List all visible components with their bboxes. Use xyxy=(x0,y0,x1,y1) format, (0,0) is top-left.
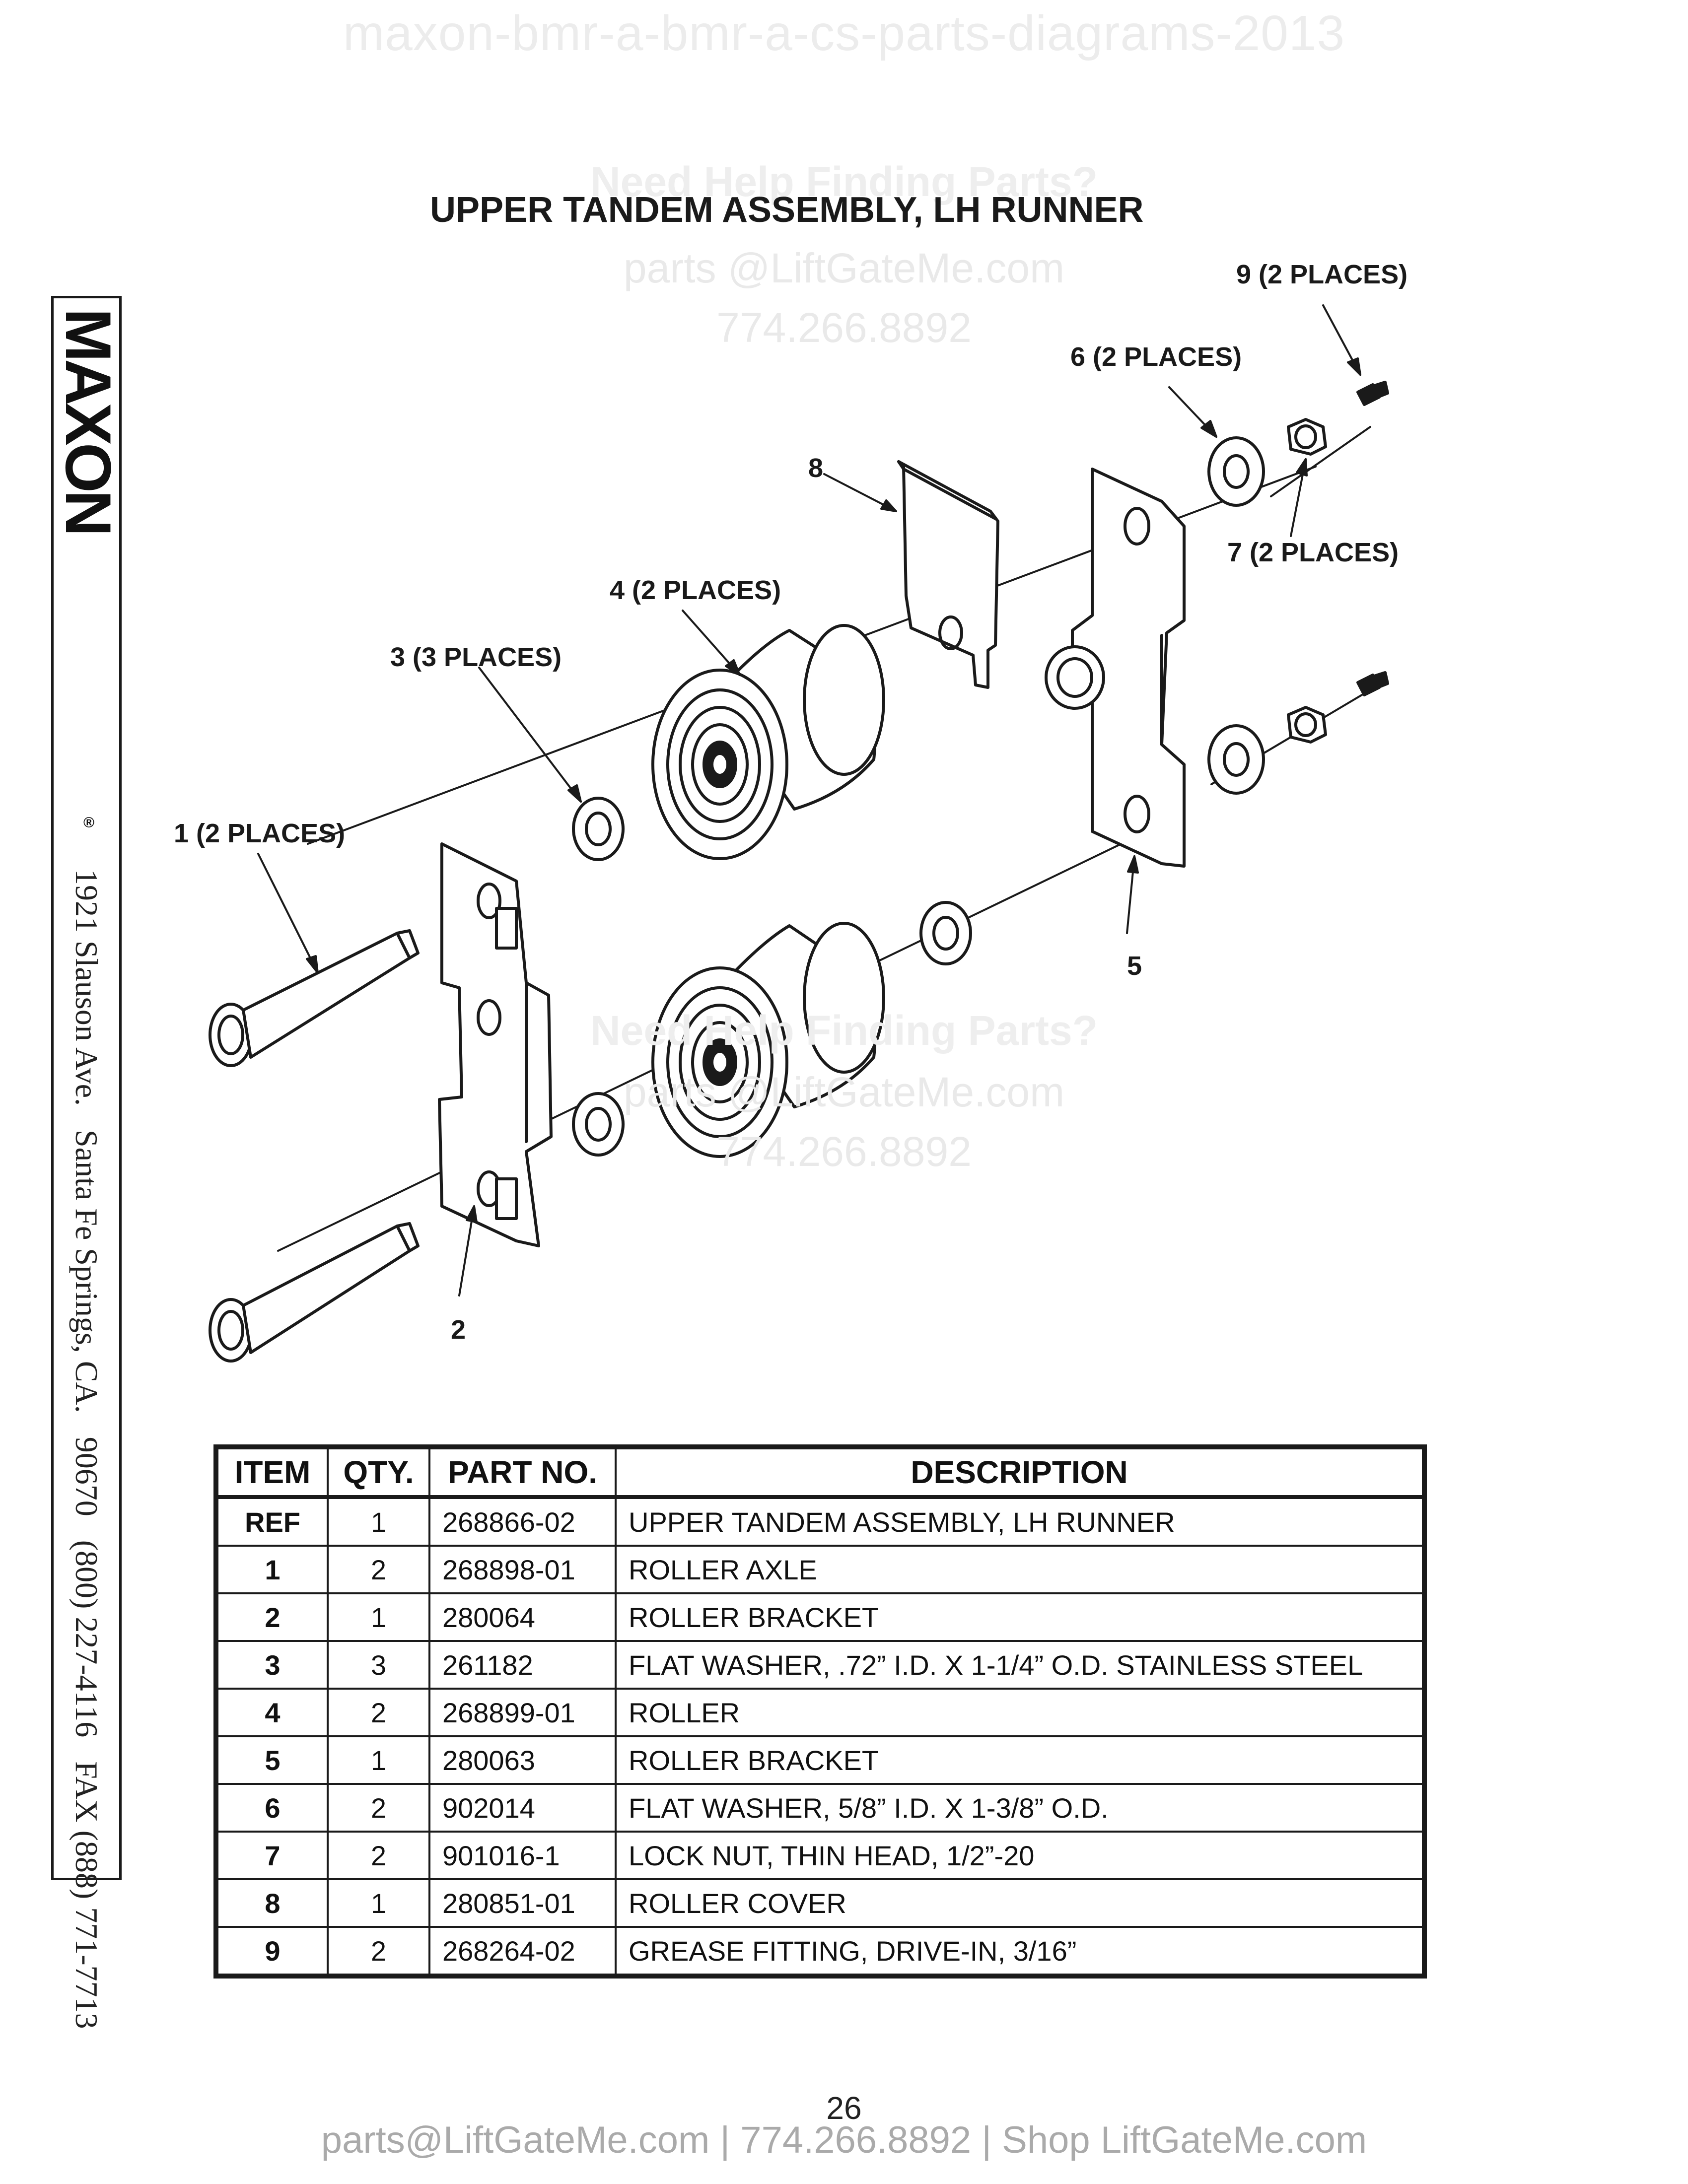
cell-item: 2 xyxy=(215,1592,329,1642)
header-description: DESCRIPTION xyxy=(615,1446,1425,1499)
cell-description: ROLLER BRACKET xyxy=(615,1735,1425,1785)
header-item: ITEM xyxy=(215,1446,329,1499)
watermark-top: maxon-bmr-a-bmr-a-cs-parts-diagrams-2013 xyxy=(343,5,1345,61)
roller-bracket-left xyxy=(438,842,553,1247)
callout-item-4: 4 (2 PLACES) xyxy=(610,575,781,605)
company-address: 1921 Slauson Ave. Santa Fe Springs, CA. … xyxy=(69,869,104,2029)
cell-part-no: 901016-1 xyxy=(428,1831,617,1880)
roller-axle-upper xyxy=(209,929,420,1067)
callout-item-6: 6 (2 PLACES) xyxy=(1070,342,1242,372)
cell-qty: 2 xyxy=(327,1688,430,1737)
company-sidebar: MAXON ® 1921 Slauson Ave. Santa Fe Sprin… xyxy=(51,296,125,2029)
cell-item: 6 xyxy=(215,1783,329,1833)
cell-qty: 2 xyxy=(327,1926,430,1977)
watermark-upper-phone: 774.266.8892 xyxy=(716,304,972,351)
table-row: 2 1 280064 ROLLER BRACKET xyxy=(215,1592,1425,1642)
cell-qty: 2 xyxy=(327,1831,430,1880)
cell-item: 9 xyxy=(215,1926,329,1977)
table-row: 8 1 280851-01 ROLLER COVER xyxy=(215,1878,1425,1928)
cell-qty: 1 xyxy=(327,1496,430,1547)
table-row: 3 3 261182 FLAT WASHER, .72” I.D. X 1-1/… xyxy=(215,1640,1425,1690)
cell-description: ROLLER BRACKET xyxy=(615,1592,1425,1642)
grease-fitting-upper xyxy=(1356,381,1389,406)
large-flat-washer-upper xyxy=(1207,436,1265,507)
cell-description: LOCK NUT, THIN HEAD, 1/2”-20 xyxy=(615,1831,1425,1880)
cell-qty: 1 xyxy=(327,1735,430,1785)
parts-table: ITEM QTY. PART NO. DESCRIPTION REF 1 268… xyxy=(213,1444,1427,1979)
cell-qty: 1 xyxy=(327,1878,430,1928)
grease-fitting-lower xyxy=(1356,671,1389,696)
cell-item: 7 xyxy=(215,1831,329,1880)
cell-item: 3 xyxy=(215,1640,329,1690)
lock-nut-upper xyxy=(1287,418,1327,456)
flat-washer-lower-left xyxy=(572,1092,625,1157)
cell-part-no: 280063 xyxy=(428,1735,617,1785)
cell-description: FLAT WASHER, .72” I.D. X 1-1/4” O.D. STA… xyxy=(615,1640,1425,1690)
cell-item: REF xyxy=(215,1496,329,1547)
leader-lines xyxy=(257,304,1361,1297)
flat-washer-upper xyxy=(572,797,625,861)
page-number: 26 xyxy=(826,2090,862,2126)
maxon-logo: MAXON xyxy=(52,308,125,534)
cell-qty: 3 xyxy=(327,1640,430,1690)
cell-item: 4 xyxy=(215,1688,329,1737)
roller-lower xyxy=(651,922,885,1158)
callout-item-1: 1 (2 PLACES) xyxy=(174,819,346,848)
cell-description: ROLLER xyxy=(615,1688,1425,1737)
callout-item-9: 9 (2 PLACES) xyxy=(1236,260,1408,289)
footer-contact: parts@LiftGateMe.com | 774.266.8892 | Sh… xyxy=(321,2119,1367,2161)
cell-description: UPPER TANDEM ASSEMBLY, LH RUNNER xyxy=(615,1496,1425,1547)
table-row: REF 1 268866-02 UPPER TANDEM ASSEMBLY, L… xyxy=(215,1496,1425,1547)
page-title: UPPER TANDEM ASSEMBLY, LH RUNNER xyxy=(430,190,1144,230)
large-flat-washer-lower xyxy=(1207,724,1265,795)
roller-axle-lower xyxy=(209,1222,420,1363)
cell-part-no: 268898-01 xyxy=(428,1545,617,1594)
cell-qty: 2 xyxy=(327,1545,430,1594)
roller-cover xyxy=(897,460,999,689)
callout-item-3: 3 (3 PLACES) xyxy=(390,642,562,672)
watermark-middle-heading: Need Help Finding Parts? xyxy=(590,1007,1098,1054)
header-part-no: PART NO. xyxy=(428,1446,617,1499)
roller-upper xyxy=(651,624,885,860)
callout-item-8: 8 xyxy=(808,453,824,483)
cell-item: 8 xyxy=(215,1878,329,1928)
table-row: 9 2 268264-02 GREASE FITTING, DRIVE-IN, … xyxy=(215,1926,1425,1977)
callout-item-5: 5 xyxy=(1127,951,1142,981)
watermark-upper-email: parts @LiftGateMe.com xyxy=(623,245,1065,291)
table-header-row: ITEM QTY. PART NO. DESCRIPTION xyxy=(215,1446,1425,1499)
table-row: 4 2 268899-01 ROLLER xyxy=(215,1688,1425,1737)
header-qty: QTY. xyxy=(327,1446,430,1499)
exploded-parts-diagram xyxy=(209,304,1389,1363)
cell-part-no: 268899-01 xyxy=(428,1688,617,1737)
cell-part-no: 268866-02 xyxy=(428,1496,617,1547)
cell-part-no: 280851-01 xyxy=(428,1878,617,1928)
cell-part-no: 268264-02 xyxy=(428,1926,617,1977)
table-row: 6 2 902014 FLAT WASHER, 5/8” I.D. X 1-3/… xyxy=(215,1783,1425,1833)
lock-nut-lower xyxy=(1287,706,1327,744)
cell-description: ROLLER AXLE xyxy=(615,1545,1425,1594)
cell-item: 5 xyxy=(215,1735,329,1785)
cell-description: GREASE FITTING, DRIVE-IN, 3/16” xyxy=(615,1926,1425,1977)
table-row: 1 2 268898-01 ROLLER AXLE xyxy=(215,1545,1425,1594)
table-row: 7 2 901016-1 LOCK NUT, THIN HEAD, 1/2”-2… xyxy=(215,1831,1425,1880)
watermark-upper-heading: Need Help Finding Parts? xyxy=(590,158,1098,205)
callout-item-2: 2 xyxy=(451,1315,466,1345)
table-row: 5 1 280063 ROLLER BRACKET xyxy=(215,1735,1425,1785)
cell-qty: 1 xyxy=(327,1592,430,1642)
watermark-middle-phone: 774.266.8892 xyxy=(716,1128,972,1175)
roller-bracket-right xyxy=(1045,468,1186,868)
cell-part-no: 261182 xyxy=(428,1640,617,1690)
cell-part-no: 902014 xyxy=(428,1783,617,1833)
watermark-middle-email: parts @LiftGateMe.com xyxy=(623,1069,1065,1115)
flat-washer-lower-right xyxy=(919,901,972,965)
cell-description: FLAT WASHER, 5/8” I.D. X 1-3/8” O.D. xyxy=(615,1783,1425,1833)
cell-qty: 2 xyxy=(327,1783,430,1833)
cell-item: 1 xyxy=(215,1545,329,1594)
cell-part-no: 280064 xyxy=(428,1592,617,1642)
callout-item-7: 7 (2 PLACES) xyxy=(1227,538,1399,567)
registered-mark: ® xyxy=(83,815,95,831)
cell-description: ROLLER COVER xyxy=(615,1878,1425,1928)
